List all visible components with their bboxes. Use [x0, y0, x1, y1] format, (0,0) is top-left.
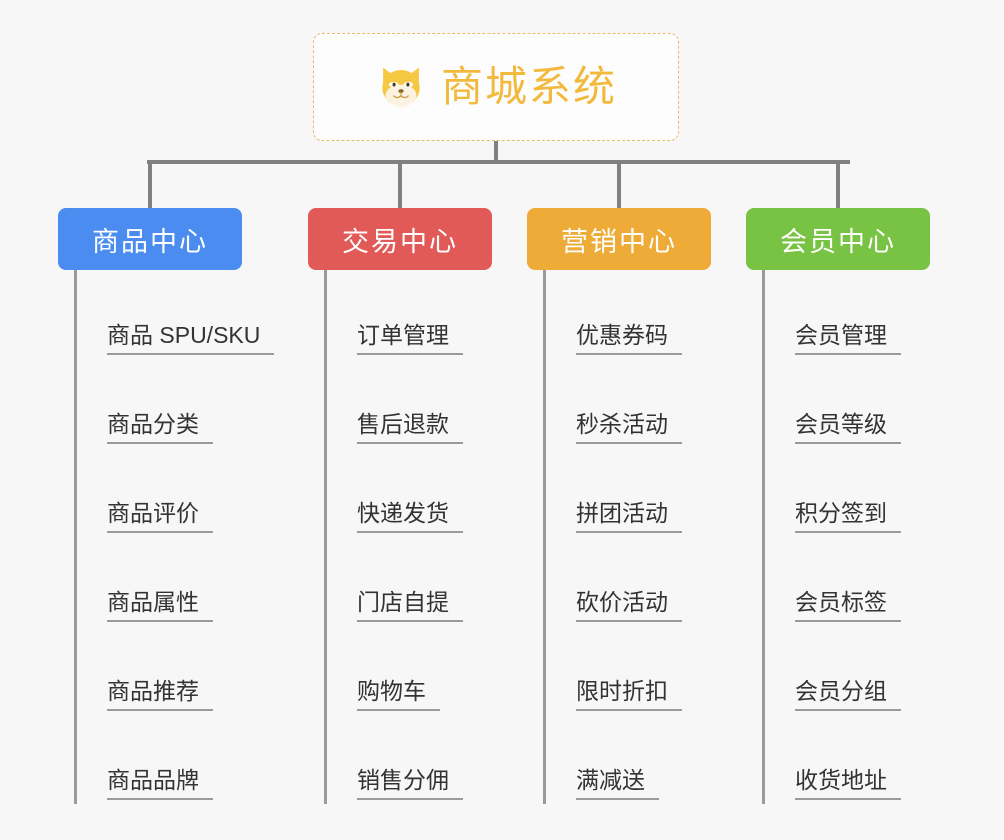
leaf-label: 商品评价 — [107, 500, 213, 533]
connector-drop-1 — [398, 160, 402, 208]
leaf-label: 优惠券码 — [576, 322, 682, 355]
leaf-label: 商品 SPU/SKU — [107, 322, 275, 355]
branch-label-3: 会员中心 — [780, 226, 896, 257]
leaf-list-0: 商品 SPU/SKU 商品分类 商品评价 商品属性 商品推荐 商品品牌 — [74, 270, 275, 804]
leaf-label: 购物车 — [357, 678, 440, 711]
leaf-item[interactable]: 售后退款 — [327, 359, 463, 448]
leaf-item[interactable]: 订单管理 — [327, 270, 463, 359]
leaf-item[interactable]: 收货地址 — [765, 715, 901, 804]
leaf-item[interactable]: 积分签到 — [765, 448, 901, 537]
leaf-label: 砍价活动 — [576, 589, 682, 622]
leaf-item[interactable]: 销售分佣 — [327, 715, 463, 804]
leaf-label: 销售分佣 — [357, 767, 463, 800]
connector-horizontal-bus — [147, 160, 850, 164]
branch-label-1: 交易中心 — [342, 226, 458, 257]
branch-header-2[interactable]: 营销中心 — [527, 208, 711, 270]
leaf-item[interactable]: 门店自提 — [327, 537, 463, 626]
shiba-dog-icon — [382, 67, 420, 109]
leaf-item[interactable]: 秒杀活动 — [546, 359, 682, 448]
leaf-item[interactable]: 商品品牌 — [77, 715, 274, 804]
leaf-label: 商品品牌 — [107, 767, 213, 800]
leaf-item[interactable]: 商品属性 — [77, 537, 274, 626]
leaf-item[interactable]: 优惠券码 — [546, 270, 682, 359]
leaf-item[interactable]: 拼团活动 — [546, 448, 682, 537]
leaf-item[interactable]: 快递发货 — [327, 448, 463, 537]
connector-drop-0 — [148, 160, 152, 208]
branch-header-3[interactable]: 会员中心 — [746, 208, 930, 270]
leaf-label: 商品推荐 — [107, 678, 213, 711]
branch-3: 会员中心 — [746, 208, 930, 270]
leaf-item[interactable]: 满减送 — [546, 715, 682, 804]
leaf-label: 限时折扣 — [576, 678, 682, 711]
branch-1: 交易中心 — [308, 208, 492, 270]
leaf-item[interactable]: 商品评价 — [77, 448, 274, 537]
branch-2: 营销中心 — [527, 208, 711, 270]
leaf-item[interactable]: 会员等级 — [765, 359, 901, 448]
leaf-item[interactable]: 商品分类 — [77, 359, 274, 448]
branch-label-0: 商品中心 — [92, 226, 208, 257]
leaf-list-1: 订单管理 售后退款 快递发货 门店自提 购物车 销售分佣 — [324, 270, 463, 804]
leaf-label: 门店自提 — [357, 589, 463, 622]
leaf-item[interactable]: 会员标签 — [765, 537, 901, 626]
leaf-item[interactable]: 会员管理 — [765, 270, 901, 359]
leaf-label: 会员等级 — [795, 411, 901, 444]
leaf-label: 收货地址 — [795, 767, 901, 800]
leaf-item[interactable]: 购物车 — [327, 626, 463, 715]
leaf-list-2: 优惠券码 秒杀活动 拼团活动 砍价活动 限时折扣 满减送 — [543, 270, 682, 804]
leaf-label: 积分签到 — [795, 500, 901, 533]
connector-root-stem — [494, 141, 498, 163]
leaf-item[interactable]: 商品推荐 — [77, 626, 274, 715]
leaf-list-3: 会员管理 会员等级 积分签到 会员标签 会员分组 收货地址 — [762, 270, 901, 804]
leaf-item[interactable]: 会员分组 — [765, 626, 901, 715]
root-node[interactable]: 商城系统 — [313, 33, 679, 141]
leaf-label: 满减送 — [576, 767, 659, 800]
root-title: 商城系统 — [440, 63, 617, 110]
leaf-label: 会员标签 — [795, 589, 901, 622]
connector-drop-2 — [617, 160, 621, 208]
leaf-label: 商品属性 — [107, 589, 213, 622]
branch-header-1[interactable]: 交易中心 — [308, 208, 492, 270]
branch-header-0[interactable]: 商品中心 — [58, 208, 242, 270]
connector-drop-3 — [836, 160, 840, 208]
leaf-item[interactable]: 商品 SPU/SKU — [77, 270, 275, 359]
leaf-label: 会员管理 — [795, 322, 901, 355]
leaf-label: 订单管理 — [357, 322, 463, 355]
leaf-label: 拼团活动 — [576, 500, 682, 533]
leaf-label: 快递发货 — [357, 500, 463, 533]
leaf-item[interactable]: 限时折扣 — [546, 626, 682, 715]
leaf-label: 秒杀活动 — [576, 411, 682, 444]
leaf-label: 会员分组 — [795, 678, 901, 711]
leaf-item[interactable]: 砍价活动 — [546, 537, 682, 626]
leaf-label: 商品分类 — [107, 411, 213, 444]
branch-label-2: 营销中心 — [561, 226, 677, 257]
branch-0: 商品中心 — [58, 208, 242, 270]
leaf-label: 售后退款 — [357, 411, 463, 444]
